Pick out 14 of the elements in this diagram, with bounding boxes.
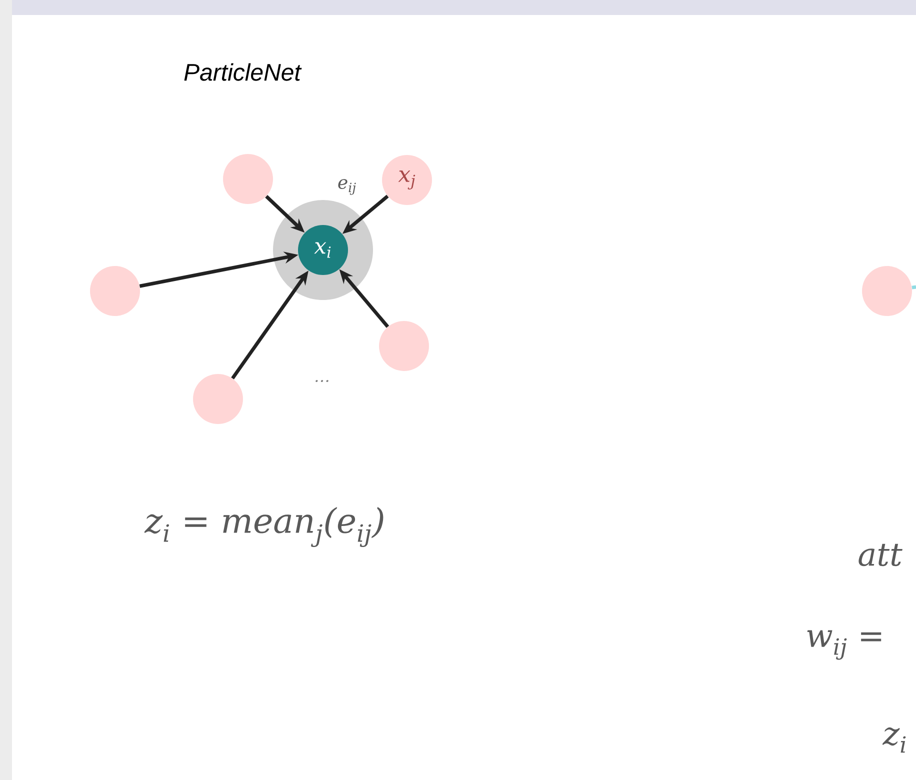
graph-node: [379, 321, 429, 371]
formula-text: z$_{i}$: [882, 727, 906, 753]
graph-node: x$_{j}$: [382, 155, 432, 205]
edge-label: e$_{ij}$: [336, 178, 358, 196]
graph-node: [223, 154, 273, 204]
graph-node: [862, 266, 912, 316]
formula-text: att: [858, 544, 902, 566]
graph-node: [90, 266, 140, 316]
formula-text: …: [316, 380, 328, 382]
formula-text: w$_{ij}$ =: [807, 630, 882, 660]
graph-node: [193, 374, 243, 424]
title: ParticleNet: [184, 63, 302, 81]
formula-text: z$_{i}$ = mean$_{j}$(e$_{ij}$): [144, 506, 384, 548]
graph-node: x$_{i}$: [298, 225, 348, 275]
